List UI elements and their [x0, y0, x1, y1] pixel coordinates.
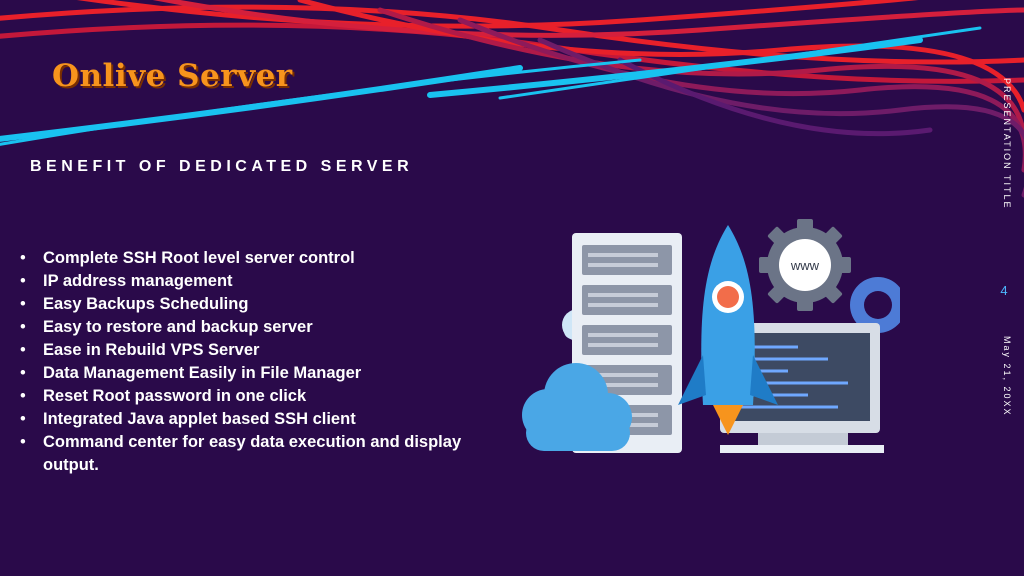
- gear-icon: [850, 277, 900, 333]
- slide-heading: BENEFIT OF DEDICATED SERVER: [30, 158, 414, 175]
- brand-logo: Onlive Server: [52, 58, 293, 94]
- cloud-icon: [522, 363, 632, 451]
- www-label: www: [790, 258, 820, 273]
- presentation-title: PRESENTATION TITLE: [1002, 78, 1012, 210]
- list-item: Easy to restore and backup server: [20, 316, 490, 339]
- slide-date: May 21, 20XX: [1002, 336, 1012, 417]
- list-item: Data Management Easily in File Manager: [20, 362, 490, 385]
- list-item: IP address management: [20, 270, 490, 293]
- list-item: Command center for easy data execution a…: [20, 431, 490, 477]
- header-wave-decoration: [0, 0, 1024, 198]
- list-item: Easy Backups Scheduling: [20, 293, 490, 316]
- monitor-icon: [720, 323, 884, 453]
- server-illustration: www: [522, 219, 900, 453]
- gear-icon: [759, 219, 851, 311]
- page-number: 4: [1000, 283, 1008, 298]
- rocket-icon: [678, 225, 778, 435]
- benefit-list: Complete SSH Root level server control I…: [20, 247, 490, 477]
- list-item: Integrated Java applet based SSH client: [20, 408, 490, 431]
- list-item: Complete SSH Root level server control: [20, 247, 490, 270]
- list-item: Reset Root password in one click: [20, 385, 490, 408]
- list-item: Ease in Rebuild VPS Server: [20, 339, 490, 362]
